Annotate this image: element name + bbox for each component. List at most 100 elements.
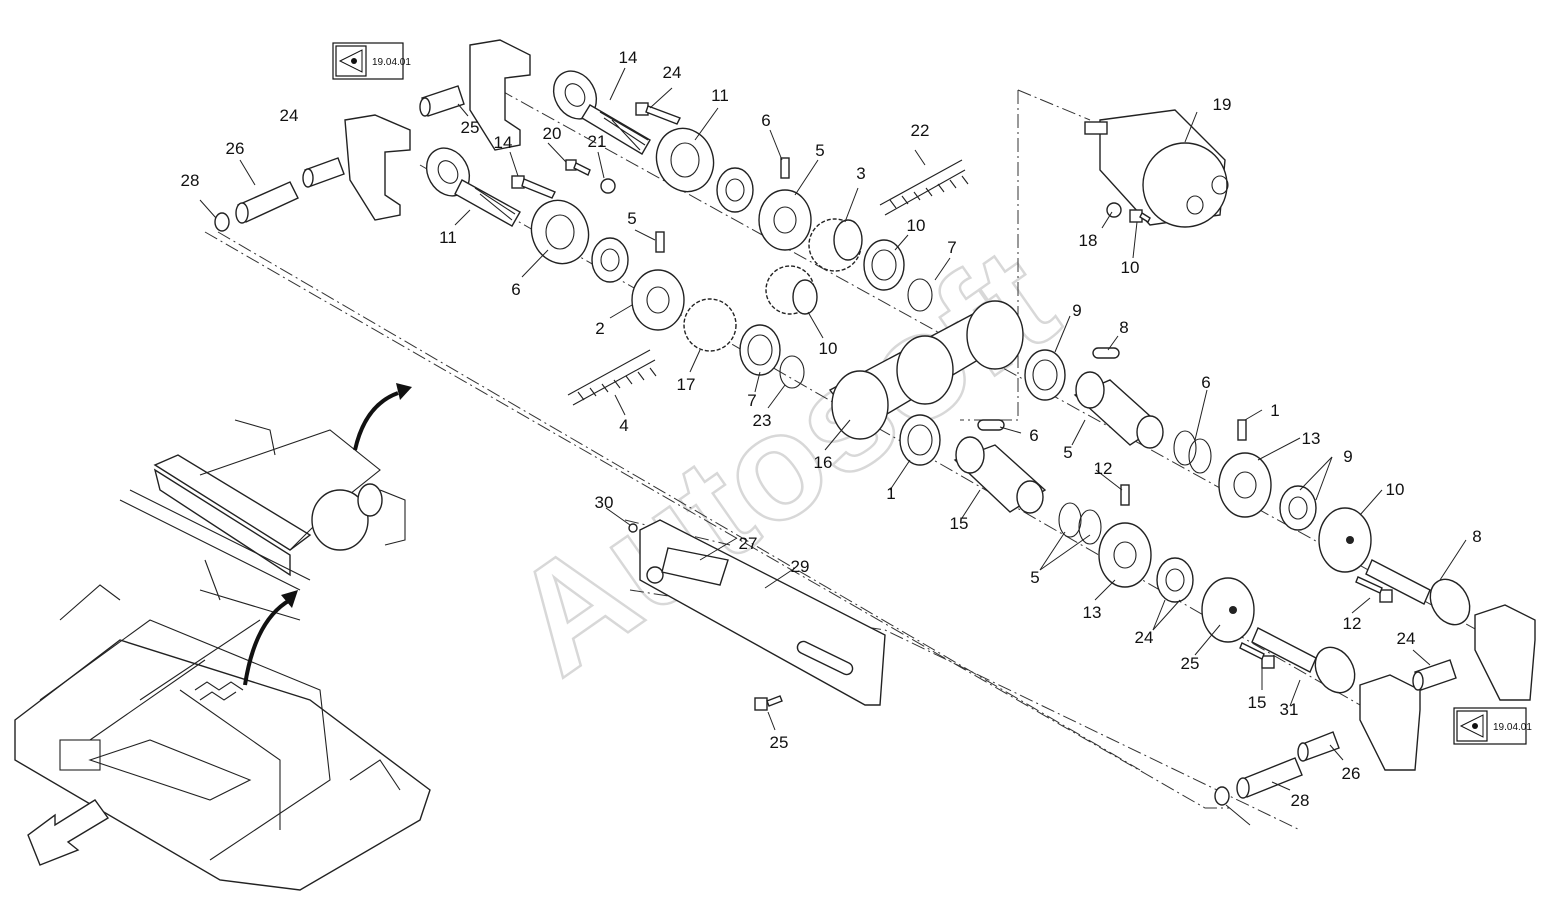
rod-end-15-upper <box>1365 559 1471 626</box>
bearing-10-c <box>1024 349 1066 401</box>
callout: 31 <box>1280 700 1299 719</box>
callout: 6 <box>511 280 520 299</box>
callout: 5 <box>1063 443 1072 462</box>
callout: 28 <box>181 171 200 190</box>
pin-26-right <box>1214 731 1340 806</box>
callout: 7 <box>947 238 956 257</box>
callout: 5 <box>627 209 636 228</box>
sprocket-17 <box>765 265 818 315</box>
callout: 28 <box>1291 791 1310 810</box>
reference-box-top-left[interactable]: 19.04.01 <box>332 42 411 80</box>
callout: 25 <box>461 118 480 137</box>
motor-16 <box>1084 109 1229 228</box>
callout: 24 <box>1397 629 1416 648</box>
leader-lines <box>199 67 1467 826</box>
key-9-upper <box>1092 347 1120 359</box>
callout: 26 <box>1342 764 1361 783</box>
callout: 10 <box>1386 480 1405 499</box>
reference-box-bottom-right[interactable]: 19.04.01 <box>1453 707 1532 745</box>
arrow-icon <box>243 383 412 686</box>
callout: 26 <box>226 139 245 158</box>
machine-overview <box>14 584 431 891</box>
washer-21 <box>600 178 616 194</box>
screw-20 <box>565 159 591 176</box>
reference-label: 19.04.01 <box>1493 722 1532 733</box>
shaft-1-lower <box>953 436 1047 514</box>
callout: 14 <box>619 48 638 67</box>
callout: 5 <box>815 141 824 160</box>
callout: 17 <box>677 375 696 394</box>
callout: 8 <box>1119 318 1128 337</box>
pin-25-right <box>1412 659 1457 691</box>
bearing-10-a <box>863 239 905 291</box>
hub-5-upper <box>758 157 812 251</box>
housing-4 <box>828 300 1024 440</box>
callout: 6 <box>1201 373 1210 392</box>
callout: 10 <box>907 216 926 235</box>
bearing-10-d <box>899 414 941 466</box>
circlip-7-b <box>779 355 805 389</box>
bearing-10-b <box>739 324 781 376</box>
callout: 19 <box>1213 95 1232 114</box>
callout: 13 <box>1083 603 1102 622</box>
callout: 12 <box>1343 614 1362 633</box>
screw-24-a <box>635 102 681 125</box>
hub-5-right-upper <box>1218 419 1272 518</box>
key-9-lower <box>977 419 1005 431</box>
callout: 9 <box>1072 301 1081 320</box>
eccentric-12-lower <box>1201 577 1255 643</box>
callout: 22 <box>911 121 930 140</box>
shaft-1-upper <box>1073 371 1164 449</box>
callout: 24 <box>1135 628 1154 647</box>
callout: 6 <box>761 111 770 130</box>
callout: 7 <box>747 391 756 410</box>
sprocket-3 <box>808 218 863 272</box>
pin-25-top <box>419 85 465 117</box>
callout: 4 <box>619 416 628 435</box>
callout: 11 <box>439 228 457 247</box>
bracket-right-lower <box>1359 674 1421 771</box>
chain-23 <box>567 349 657 406</box>
reference-label: 19.04.01 <box>372 57 411 68</box>
spacer-13-upper <box>1279 485 1317 531</box>
screw-29 <box>754 695 783 711</box>
screw-24-b <box>511 175 556 199</box>
hub-5-right-lower <box>1098 484 1152 588</box>
callout: 1 <box>1270 401 1279 420</box>
callout: 15 <box>950 514 969 533</box>
chain-22 <box>879 159 969 216</box>
callout: 23 <box>753 411 772 430</box>
callout: 30 <box>595 493 614 512</box>
screw-24-d <box>1239 642 1275 669</box>
callout: 27 <box>739 534 758 553</box>
callout: 24 <box>280 106 299 125</box>
callout: 25 <box>1181 654 1200 673</box>
callout: 18 <box>1079 231 1098 250</box>
circlip-7-a <box>907 278 933 312</box>
view-direction-arrow-icon <box>27 799 110 866</box>
callout: 12 <box>1094 459 1113 478</box>
spacer-upper <box>716 167 754 213</box>
callout: 1 <box>886 484 895 503</box>
rod-end-15-lower <box>1251 627 1356 694</box>
rod-end-14-lower <box>425 147 521 227</box>
callout: 2 <box>595 319 604 338</box>
callout: 10 <box>819 339 838 358</box>
spacer-lower <box>591 237 629 283</box>
eccentric-12-upper <box>1318 507 1372 573</box>
rod-end-14-upper <box>552 70 651 155</box>
callout: 21 <box>588 132 607 151</box>
callout-labels: 14 24 11 6 5 3 22 10 7 25 20 21 26 28 24… <box>181 48 1482 810</box>
callout: 13 <box>1302 429 1321 448</box>
pin-26-left <box>214 157 345 232</box>
bracket-left-upper <box>344 39 531 221</box>
callout: 29 <box>791 557 810 576</box>
hub-5-lower <box>631 231 685 331</box>
screw-18 <box>1129 209 1151 224</box>
label-plate-30 <box>661 547 729 586</box>
callout: 20 <box>543 124 562 143</box>
callout: 15 <box>1248 693 1267 712</box>
circlips-8-lower <box>1058 502 1102 545</box>
screw-24-c <box>1355 576 1393 603</box>
